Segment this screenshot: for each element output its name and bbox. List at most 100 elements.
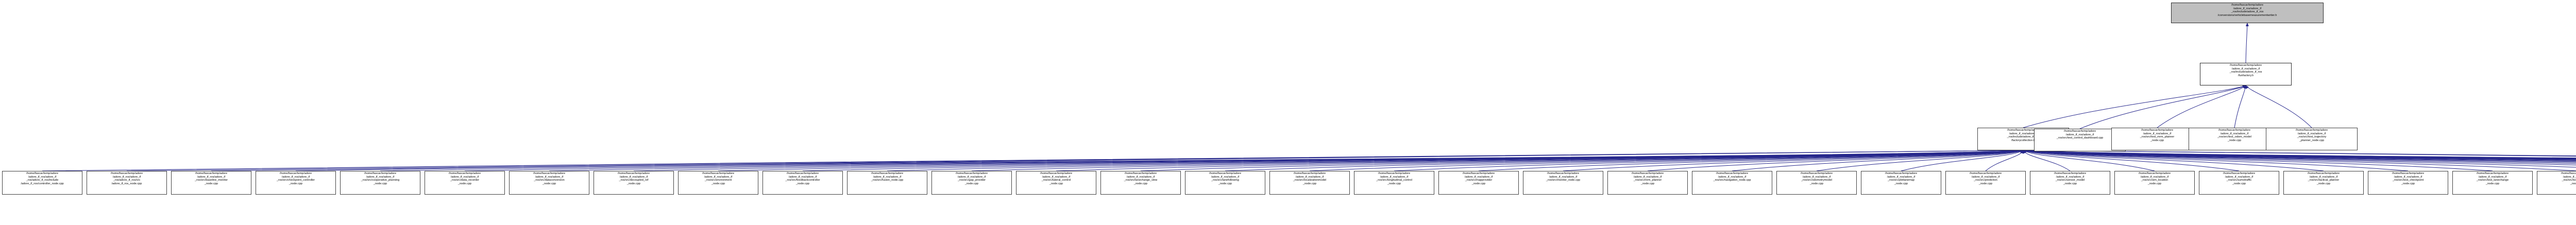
graph-edge bbox=[1816, 150, 2024, 171]
graph-node-line: _ros/src/baseline_monitor bbox=[194, 179, 228, 182]
graph-node-line: _ros/src/tactical_planner bbox=[2308, 179, 2340, 182]
graph-node-line: _node.cpp bbox=[2485, 182, 2500, 185]
graph-node-line: /adore_if_ros/adore_if bbox=[1802, 175, 1831, 179]
graph-node-line: /home/fascar/temp/adore bbox=[364, 172, 397, 175]
graph-node[interactable]: /home/fascar/temp/adore/adore_if_ros/ado… bbox=[1692, 171, 1772, 195]
graph-node-line: _node.cpp bbox=[964, 182, 979, 185]
graph-edge bbox=[2023, 149, 2576, 159]
graph-node[interactable]: /home/fascar/temp/adore/adore_if_ros/ado… bbox=[1269, 171, 1350, 195]
graph-node[interactable]: /home/fascar/temp/adore/adore_if_ros/ado… bbox=[2030, 171, 2110, 195]
graph-node[interactable]: /home/fascar/temp/adore/adore_if_ros/ado… bbox=[2114, 171, 2195, 195]
graph-node-line: _ros/adore_if_ros/include bbox=[26, 179, 59, 182]
graph-edge bbox=[2023, 149, 2576, 158]
graph-node[interactable]: /home/fascar/temp/adore/adore_if_ros/ado… bbox=[678, 171, 758, 195]
graph-node-line: _ros/adore_if_ros/src bbox=[113, 179, 141, 182]
graph-node-line: /adore_if_ros/adore_if bbox=[2309, 175, 2338, 179]
graph-node[interactable]: /home/fascar/temp/adore/adore_if_ros/ado… bbox=[1185, 171, 1265, 195]
graph-edge bbox=[2023, 149, 2576, 164]
graph-edge bbox=[295, 149, 2024, 171]
graph-edge bbox=[42, 149, 2024, 171]
graph-edge bbox=[2023, 149, 2576, 168]
graph-node[interactable]: /home/fascar/temp/adore/adore_if_ros/ado… bbox=[847, 171, 927, 195]
graph-node[interactable]: /home/fascar/temp/adore/adore_if_ros/ado… bbox=[1861, 171, 1941, 195]
graph-node-line: /home/fascar/temp/adore bbox=[1378, 172, 1411, 175]
graph-node[interactable]: /home/fascar/temp/adore/adore_if_ros/ado… bbox=[2199, 171, 2279, 195]
graph-node-line: /adore_if_ros/adore_if bbox=[1971, 175, 2000, 179]
graph-node[interactable]: /home/fascar/temp/adore/adore_if_ros/ado… bbox=[1776, 171, 1857, 195]
graph-node[interactable]: /home/fascar/temp/adore/adore_if_ros/ado… bbox=[171, 171, 251, 195]
graph-node-line: /home/fascar/temp/adore bbox=[1293, 172, 1326, 175]
graph-node-line: /home/fascar/temp/adore bbox=[1547, 172, 1580, 175]
graph-node[interactable]: /home/fascar/temp/adore/adore_if_ros/ado… bbox=[1523, 171, 1603, 195]
graph-node[interactable]: /home/fascar/temp/adore/adore_if_ros/ado… bbox=[2283, 171, 2364, 195]
graph-node-line: /home/fascar/temp/adore bbox=[2295, 129, 2328, 132]
graph-node[interactable]: /home/fascar/temp/adore/adore_if_ros/ado… bbox=[1607, 171, 1688, 195]
graph-node-line: _node.cpp bbox=[2147, 182, 2162, 185]
graph-node[interactable]: /home/fascar/temp/adore/adore_if_ros/ado… bbox=[2537, 171, 2576, 195]
graph-node-line: _node.cpp bbox=[457, 182, 472, 185]
graph-node[interactable]: /home/fascar/temp/adore/adore_if_ros/ado… bbox=[1016, 171, 1096, 195]
graph-node[interactable]: /home/fascar/temp/adore/adore_if_ros/ado… bbox=[2, 171, 82, 195]
graph-node[interactable]: /home/fascar/temp/adore/adore_if_ros/ado… bbox=[594, 171, 674, 195]
graph-node-line: _node.cpp bbox=[204, 182, 218, 185]
graph-node-line: _node.cpp bbox=[1049, 182, 1063, 185]
graph-edge bbox=[2023, 150, 2155, 171]
graph-node[interactable]: /home/fascar/temp/adore/adore_if_ros/ado… bbox=[425, 171, 505, 195]
graph-node-line: /adore_if_ros/adore_if bbox=[2233, 7, 2262, 10]
graph-node-line: /adore_if_ros/adore_if bbox=[1718, 175, 1747, 179]
graph-node-line: /home/fascar/temp/adore bbox=[1885, 172, 1918, 175]
graph-node[interactable]: /home/fascar/temp/adore/adore_if_ros/ado… bbox=[2034, 129, 2126, 151]
graph-node-line: /home/fascar/temp/adore bbox=[1040, 172, 1073, 175]
graph-edge bbox=[2023, 149, 2576, 159]
graph-node-line: _node.cpp bbox=[1978, 182, 1993, 185]
graph-node[interactable]: /home/fascar/temp/adore/adore_if_ros/ado… bbox=[2189, 128, 2280, 150]
graph-node[interactable]: /home/fascar/temp/adore/adore_if_ros/ado… bbox=[1100, 171, 1181, 195]
graph-edge bbox=[802, 149, 2024, 171]
graph-node[interactable]: /home/fascar/temp/adore/adore_if_ros/ado… bbox=[2368, 171, 2448, 195]
graph-node-line: _ros/src/navigation_node.cpp bbox=[1713, 179, 1751, 182]
graph-node-line: _ros/src/monitor_node.cpp bbox=[1546, 179, 1581, 182]
graph-edge bbox=[380, 149, 2024, 171]
graph-node-line: _ros/src/checkpoint_controller bbox=[276, 179, 315, 182]
graph-node-line: _ros/src/lateral_control bbox=[1041, 179, 1071, 182]
graph-node-line: /adore_if_ros/adore_if bbox=[1126, 175, 1155, 179]
graph-edge bbox=[1309, 149, 2024, 171]
graph-node-line: /adore_if_ros_node.cpp bbox=[111, 182, 142, 185]
graph-node-line: /home/fascar/temp/adore bbox=[1800, 172, 1833, 175]
graph-node-line: /home/fascar/temp/adore bbox=[2476, 172, 2509, 175]
graph-node[interactable]: /home/fascar/temp/adore/adore_if_ros/ado… bbox=[87, 171, 167, 195]
graph-node-line: /home/fascar/temp/adore bbox=[26, 172, 59, 175]
graph-node[interactable]: /home/fascar/temp/adore/adore_if_ros/ado… bbox=[931, 171, 1012, 195]
graph-node-line: _node.cpp bbox=[1218, 182, 1232, 185]
graph-edge bbox=[2023, 149, 2576, 159]
graph-edge bbox=[1056, 149, 2024, 171]
graph-node[interactable]: /home/fascar/temp/adore/adore_if_ros/ado… bbox=[509, 171, 589, 195]
graph-node-line: /home/fascar/temp/adore bbox=[2218, 129, 2251, 132]
graph-node[interactable]: /home/fascar/temp/adore/adore_if_ros/ado… bbox=[1354, 171, 1434, 195]
graph-edge bbox=[2245, 85, 2312, 128]
graph-node[interactable]: /home/fascar/temp/adore/adore_if_ros/ado… bbox=[762, 171, 843, 195]
graph-node[interactable]: /home/fascar/temp/adore/adore_if_ros/ado… bbox=[2452, 171, 2533, 195]
graph-node-line: /home/fascar/temp/adore bbox=[1631, 172, 1664, 175]
graph-edge bbox=[2157, 85, 2246, 128]
graph-node-line: /home/fascar/temp/adore bbox=[2561, 172, 2576, 175]
graph-node[interactable]: /home/fascar/temp/adore/adore_if_ros/ado… bbox=[256, 171, 336, 195]
graph-node[interactable]: /home/fascar/temp/adore/adore_if_ros/ado… bbox=[340, 171, 420, 195]
graph-node-line: /adore_if_ros/adore_if bbox=[2220, 132, 2249, 135]
graph-node-line: _ros/src/plotlanemap bbox=[1888, 179, 1914, 182]
graph-node-line: /adore_if_ros/adore_if bbox=[1633, 175, 1662, 179]
graph-node-line: /adore_if_ros/adore_if bbox=[788, 175, 817, 179]
graph-node[interactable]: /home/fascar/temp/adore/adore_if_ros/ado… bbox=[1438, 171, 1519, 195]
graph-node-root[interactable]: /home/fascar/temp/adore/adore_if_ros/ado… bbox=[2171, 3, 2324, 23]
graph-node-line: _ros/include/adore_if_ros bbox=[2231, 10, 2264, 14]
graph-node[interactable]: /home/fascar/temp/adore/adore_if_ros/ado… bbox=[1945, 171, 2026, 195]
graph-node-line: /adore_if_ros/adore_if bbox=[619, 175, 648, 179]
graph-node-line: /factorycollection.h bbox=[2011, 139, 2036, 142]
graph-node-line: /home/fascar/temp/adore bbox=[786, 172, 819, 175]
graph-node-line: /adore_if_ros/adore_if bbox=[28, 175, 57, 179]
graph-node-line: /home/fascar/temp/adore bbox=[871, 172, 904, 175]
graph-edge bbox=[464, 149, 2024, 171]
graph-node-line: _ros/src/feedbackcontroller bbox=[785, 179, 820, 182]
graph-node[interactable]: /home/fascar/temp/adore/adore_if_ros/ado… bbox=[2200, 63, 2292, 85]
graph-node[interactable]: /home/fascar/temp/adore/adore_if_ros/ado… bbox=[2266, 128, 2358, 150]
